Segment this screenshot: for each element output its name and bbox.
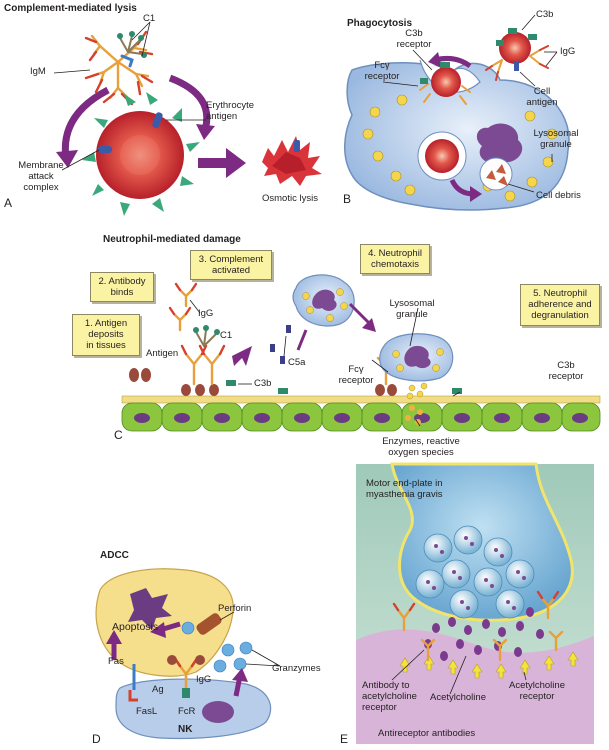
step-5-box: 5. Neutrophil adherence and degranulatio… xyxy=(520,284,600,326)
granzymes-label: Granzymes xyxy=(272,663,321,674)
panel-d xyxy=(95,568,281,740)
erythrocyte-antigen-label: Erythrocyte antigen xyxy=(206,100,255,122)
neutrophil-adherent xyxy=(379,333,454,425)
c3b-label-c: C3b xyxy=(254,378,272,389)
c5a-fragments xyxy=(270,325,291,364)
panel-a-letter: A xyxy=(4,196,13,210)
igg-label-b: IgG xyxy=(560,46,576,57)
c3b-receptor-label-c: C3b receptor xyxy=(548,360,584,382)
panel-e xyxy=(356,462,594,744)
step-2-box: 2. Antibody binds xyxy=(90,272,154,302)
apoptosis-label: Apoptosis xyxy=(112,621,159,633)
antigen-deposits xyxy=(129,368,397,396)
panel-b xyxy=(344,14,570,211)
lysed-cell xyxy=(262,136,322,186)
erythrocyte xyxy=(82,92,200,216)
acetylcholine-receptors xyxy=(399,651,579,679)
c5a-label: C5a xyxy=(288,357,306,368)
panel-e-letter: E xyxy=(340,732,349,746)
anti-receptor-antibodies xyxy=(392,590,564,662)
lysosomal-granule-label-c: Lysosomal granule xyxy=(389,298,435,320)
epithelial-cells xyxy=(121,402,601,432)
panel-a xyxy=(53,21,322,216)
igg-label-c: IgG xyxy=(198,308,214,319)
ag-label: Ag xyxy=(152,684,164,695)
c3b-fragments xyxy=(226,380,462,394)
c3b-label-b: C3b xyxy=(536,9,554,20)
opsonized-cell-engulfed xyxy=(419,62,471,105)
curved-arrow-right xyxy=(168,74,211,131)
apoptotic-nucleus xyxy=(128,588,172,630)
curved-arrow-left xyxy=(61,86,110,159)
igm-pentamer xyxy=(84,30,154,106)
perforin-label: Perforin xyxy=(218,603,252,614)
free-igg xyxy=(168,282,198,332)
enzymes-label: Enzymes, reactive oxygen species xyxy=(382,436,460,458)
motor-end-plate-label: Motor end-plate in myasthenia gravis xyxy=(366,478,443,500)
step-4-box: 4. Neutrophil chemotaxis xyxy=(360,244,430,274)
c1-label-c: C1 xyxy=(220,330,233,341)
panel-b-title: Phagocytosis xyxy=(347,18,413,29)
step-3-box: 3. Complement activated xyxy=(190,250,272,280)
step-1-box: 1. Antigen deposits in tissues xyxy=(72,314,140,356)
panel-a-title: Complement-mediated lysis xyxy=(4,3,137,14)
chemotaxis-arrow xyxy=(232,346,252,366)
igm-label: IgM xyxy=(30,66,46,77)
fc-receptor-label-b: Fcγ receptor xyxy=(364,60,400,82)
antigen-label-c: Antigen xyxy=(146,348,179,359)
nk-label: NK xyxy=(178,724,193,735)
panel-c-title: Neutrophil-mediated damage xyxy=(103,234,241,245)
neutrophil-migrating xyxy=(292,274,355,327)
acetylcholine-receptor-label: Acetylcholine receptor xyxy=(509,680,565,702)
fasl-label: FasL xyxy=(136,706,158,717)
osmotic-lysis-label: Osmotic lysis xyxy=(262,193,318,204)
fcr-label: FcR xyxy=(178,706,196,717)
c3b-receptor-label-b: C3b receptor xyxy=(396,28,432,50)
opsonized-target-cell xyxy=(485,28,549,81)
basement-membrane xyxy=(121,395,601,404)
granzymes xyxy=(181,621,253,673)
antireceptor-caption: Antireceptor antibodies xyxy=(378,728,476,739)
panel-c-letter: C xyxy=(114,428,123,442)
cell-antigen-label: Cell antigen xyxy=(526,86,558,108)
panel-b-letter: B xyxy=(343,192,352,206)
synaptic-vesicles xyxy=(415,525,535,619)
phagocyte-nucleus xyxy=(476,123,523,163)
c1-molecule-c xyxy=(193,325,220,347)
fas-label: Fas xyxy=(108,656,124,667)
panel-c xyxy=(121,274,601,432)
igg-label-d: IgG xyxy=(196,674,212,685)
nk-cell xyxy=(115,678,272,740)
c1-label-a: C1 xyxy=(143,13,156,24)
cell-debris-label: Cell debris xyxy=(536,190,581,201)
panel-d-title: ADCC xyxy=(100,550,129,561)
membrane-attack-complex-label: Membrane attack complex xyxy=(18,160,64,193)
arrow-to-lysis xyxy=(198,148,246,178)
panel-d-letter: D xyxy=(92,732,101,746)
acetylcholine-label: Acetylcholine xyxy=(430,692,486,703)
acetylcholine-molecules xyxy=(424,607,544,661)
perforin-pore xyxy=(196,613,222,635)
antibody-receptor-label: Antibody to acetylcholine receptor xyxy=(362,680,417,713)
lysosomal-granule-label-b: Lysosomal granule xyxy=(533,128,579,150)
fc-receptor-label-c: Fcγ receptor xyxy=(338,364,374,386)
c1-molecule xyxy=(117,31,147,68)
